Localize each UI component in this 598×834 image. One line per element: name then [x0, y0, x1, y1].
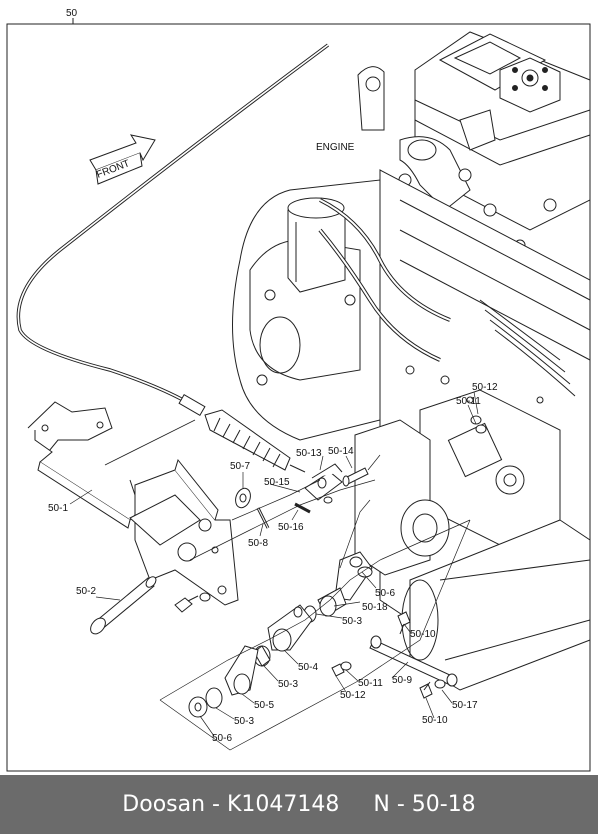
callout-50-4: 50-4: [298, 662, 318, 673]
callout-50-12-upper: 50-12: [472, 382, 498, 393]
callout-50-1: 50-1: [48, 503, 68, 514]
callout-50-9: 50-9: [392, 675, 412, 686]
washer-50-16: [323, 496, 333, 504]
callout-50-12-lower: 50-12: [340, 690, 366, 701]
engine-illustration: [232, 31, 591, 691]
diagram-frame: 50: [6, 8, 591, 772]
footer-bar: Doosan - K1047148 N - 50-18: [0, 775, 598, 834]
callout-50-3-lower: 50-3: [234, 716, 254, 727]
footer-brand-part: Doosan - K1047148: [122, 792, 340, 817]
group-label: 50: [66, 8, 78, 19]
callout-50-11-lower: 50-11: [358, 678, 383, 689]
footer-page-ref: N - 50-18: [373, 792, 476, 817]
callout-labels: ENGINE 50-1 50-2 50-7 50-8 50-15 50-13 5…: [48, 142, 498, 744]
pedal-plate: [129, 458, 239, 606]
front-arrow: FRONT: [89, 134, 156, 185]
guide-lines: [159, 454, 471, 751]
callout-50-6-lower: 50-6: [212, 733, 232, 744]
callout-50-10-lower: 50-10: [422, 715, 448, 726]
clevis-pin: [90, 576, 157, 635]
callout-50-2: 50-2: [76, 586, 96, 597]
pin-50-14: [342, 467, 369, 487]
callout-50-3-upper: 50-3: [342, 616, 362, 627]
clevis-50-15: [304, 463, 343, 501]
callout-leaders: [69, 391, 479, 737]
callout-50-10-upper: 50-10: [410, 629, 436, 640]
callout-50-6-upper: 50-6: [375, 588, 395, 599]
callout-50-11-upper: 50-11: [456, 396, 481, 407]
callout-50-17: 50-17: [452, 700, 478, 711]
parts-diagram: 50: [6, 8, 591, 772]
throttle-cable: [16, 43, 330, 473]
callout-50-3-middle: 50-3: [278, 679, 298, 690]
callout-50-14: 50-14: [328, 446, 354, 457]
callout-50-8: 50-8: [248, 538, 268, 549]
pin-50-16: [294, 502, 311, 514]
callout-50-7: 50-7: [230, 461, 250, 472]
callout-50-15: 50-15: [264, 477, 290, 488]
bracket-bolt: [174, 592, 211, 613]
callout-50-5: 50-5: [254, 700, 274, 711]
callout-50-13: 50-13: [296, 448, 322, 459]
callout-50-18: 50-18: [362, 602, 388, 613]
engine-label: ENGINE: [316, 142, 355, 153]
callout-50-16: 50-16: [278, 522, 304, 533]
